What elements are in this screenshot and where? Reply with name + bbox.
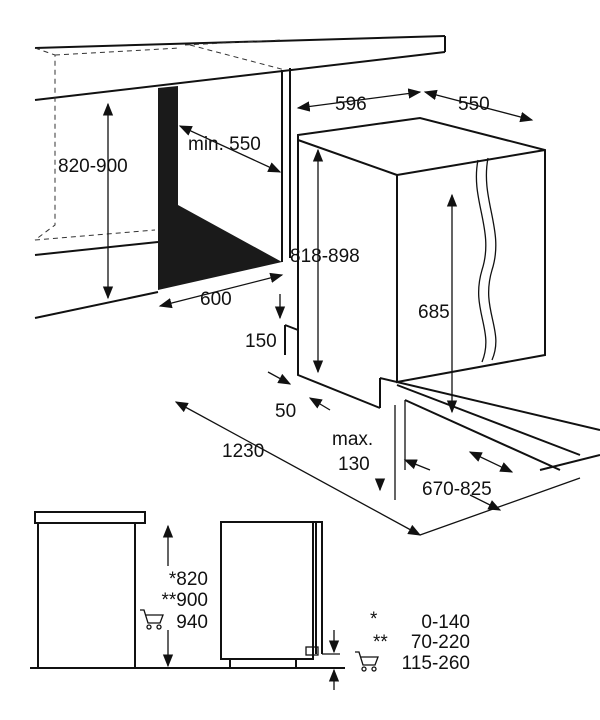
- dimension-arrows: [102, 88, 581, 536]
- door-travel-label: 1230: [222, 441, 264, 462]
- height-820-label: *820: [169, 569, 208, 590]
- niche-width-label: 600: [200, 289, 232, 310]
- floor-line: [34, 241, 159, 319]
- range-115-260: 115-260: [402, 653, 470, 674]
- height-900-label: **900: [162, 590, 209, 611]
- niche-depth-label: min. 550: [188, 134, 261, 155]
- plinth-depth-label: 50: [275, 401, 296, 422]
- door-range-label: 670-825: [422, 479, 492, 500]
- hidden-cabinet-lines: [34, 39, 286, 241]
- appliance-depth-label: 550: [458, 94, 490, 115]
- height-940-label: 940: [176, 612, 208, 633]
- appliance-side-view: [220, 521, 340, 690]
- appliance-width-label: 596: [335, 94, 367, 115]
- shopping-cart-icon: [355, 651, 379, 672]
- appliance-height-label: 818-898: [290, 246, 360, 267]
- range-70-220: 70-220: [411, 632, 470, 653]
- star-mark-2: **: [373, 632, 388, 653]
- niche-shading: [158, 86, 282, 290]
- range-0-140: 0-140: [421, 612, 470, 633]
- plinth-height-label: 150: [245, 331, 277, 352]
- side-panel: [281, 68, 291, 262]
- max-label: max.: [332, 429, 373, 450]
- door-height-label: 685: [418, 302, 450, 323]
- cabinet-height-label: 820-900: [58, 156, 128, 177]
- countertop: [34, 35, 446, 101]
- max-value-label: 130: [338, 454, 370, 475]
- shopping-cart-icon: [140, 609, 164, 630]
- star-mark-1: *: [370, 609, 378, 630]
